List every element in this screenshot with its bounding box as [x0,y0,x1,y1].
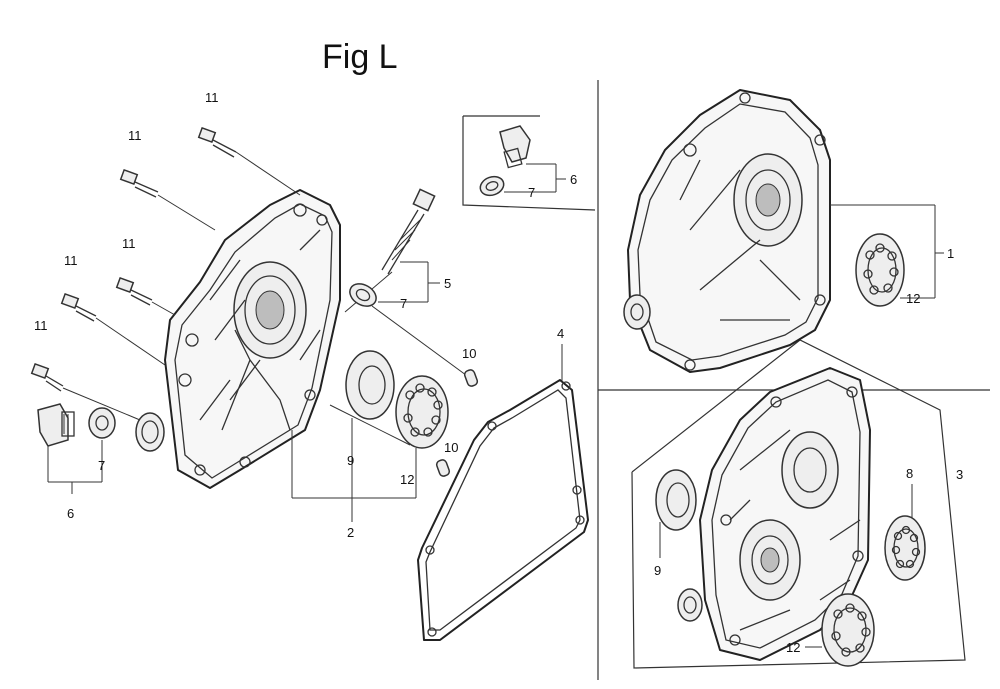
bracket-5-7 [371,261,471,379]
callout-1: 1 [947,246,954,261]
callout-5: 5 [444,276,451,291]
callout-labels: 11 11 11 11 11 7 6 5 7 10 10 9 12 2 4 6 … [34,90,963,655]
callout-6: 6 [570,172,577,187]
callout-3: 3 [956,467,963,482]
callout-11: 11 [128,128,142,143]
callout-10: 10 [462,346,476,361]
ball-bearing-12 [395,375,449,449]
oil-seal-9-lower-right [655,469,697,558]
callout-12: 12 [786,640,800,655]
oil-filler-cap-inset [479,125,566,197]
callout-12: 12 [400,472,414,487]
oil-filler-cap-left [37,403,116,494]
ball-bearing-12-lower-right [805,593,875,667]
gasket [417,344,589,641]
oil-seal-cover [135,412,165,452]
callout-11: 11 [34,318,48,333]
crankcase-cover-assembly-1 [623,89,944,373]
callout-8: 8 [906,466,913,481]
crankcase-cover-left [164,189,341,489]
figure-title: Fig L [322,38,398,76]
callout-2: 2 [347,525,354,540]
callout-10: 10 [444,440,458,455]
crankcase-cover-assembly-3 [677,367,871,661]
callout-7: 7 [528,185,535,200]
oil-seal-9 [345,350,395,420]
ball-bearing-12-upper-right [855,233,905,307]
flange-bolts [30,126,301,421]
o-ring-dipstick [349,283,377,307]
callout-9: 9 [347,453,354,468]
bracket-2 [291,404,417,522]
callout-12: 12 [906,291,920,306]
callout-7: 7 [98,458,105,473]
callout-11: 11 [205,90,219,105]
callout-4: 4 [557,326,564,341]
callout-11: 11 [64,253,78,268]
callout-6: 6 [67,506,74,521]
callout-7: 7 [400,296,407,311]
dowel-pins [435,369,479,477]
ball-bearing-8 [884,484,926,581]
callout-11: 11 [122,236,136,251]
callout-9: 9 [654,563,661,578]
